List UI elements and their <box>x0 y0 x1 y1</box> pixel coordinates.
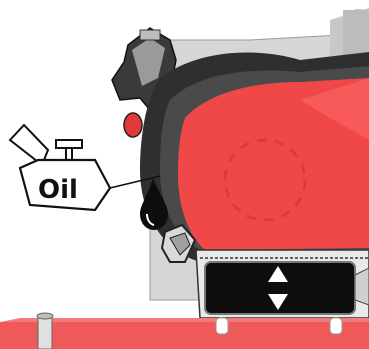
up-arrow-icon <box>268 266 288 282</box>
base-plate <box>0 312 369 349</box>
down-arrow-icon <box>268 294 288 310</box>
side-tab <box>354 267 369 306</box>
engine-red-cover <box>178 78 369 250</box>
oil-drop-icon <box>140 178 168 230</box>
oil-pointer-line <box>109 175 161 189</box>
oil-fill-plug <box>160 223 197 263</box>
oil-can-icon <box>8 123 112 212</box>
oil-label: Oil <box>38 175 78 205</box>
red-knob <box>123 112 143 138</box>
